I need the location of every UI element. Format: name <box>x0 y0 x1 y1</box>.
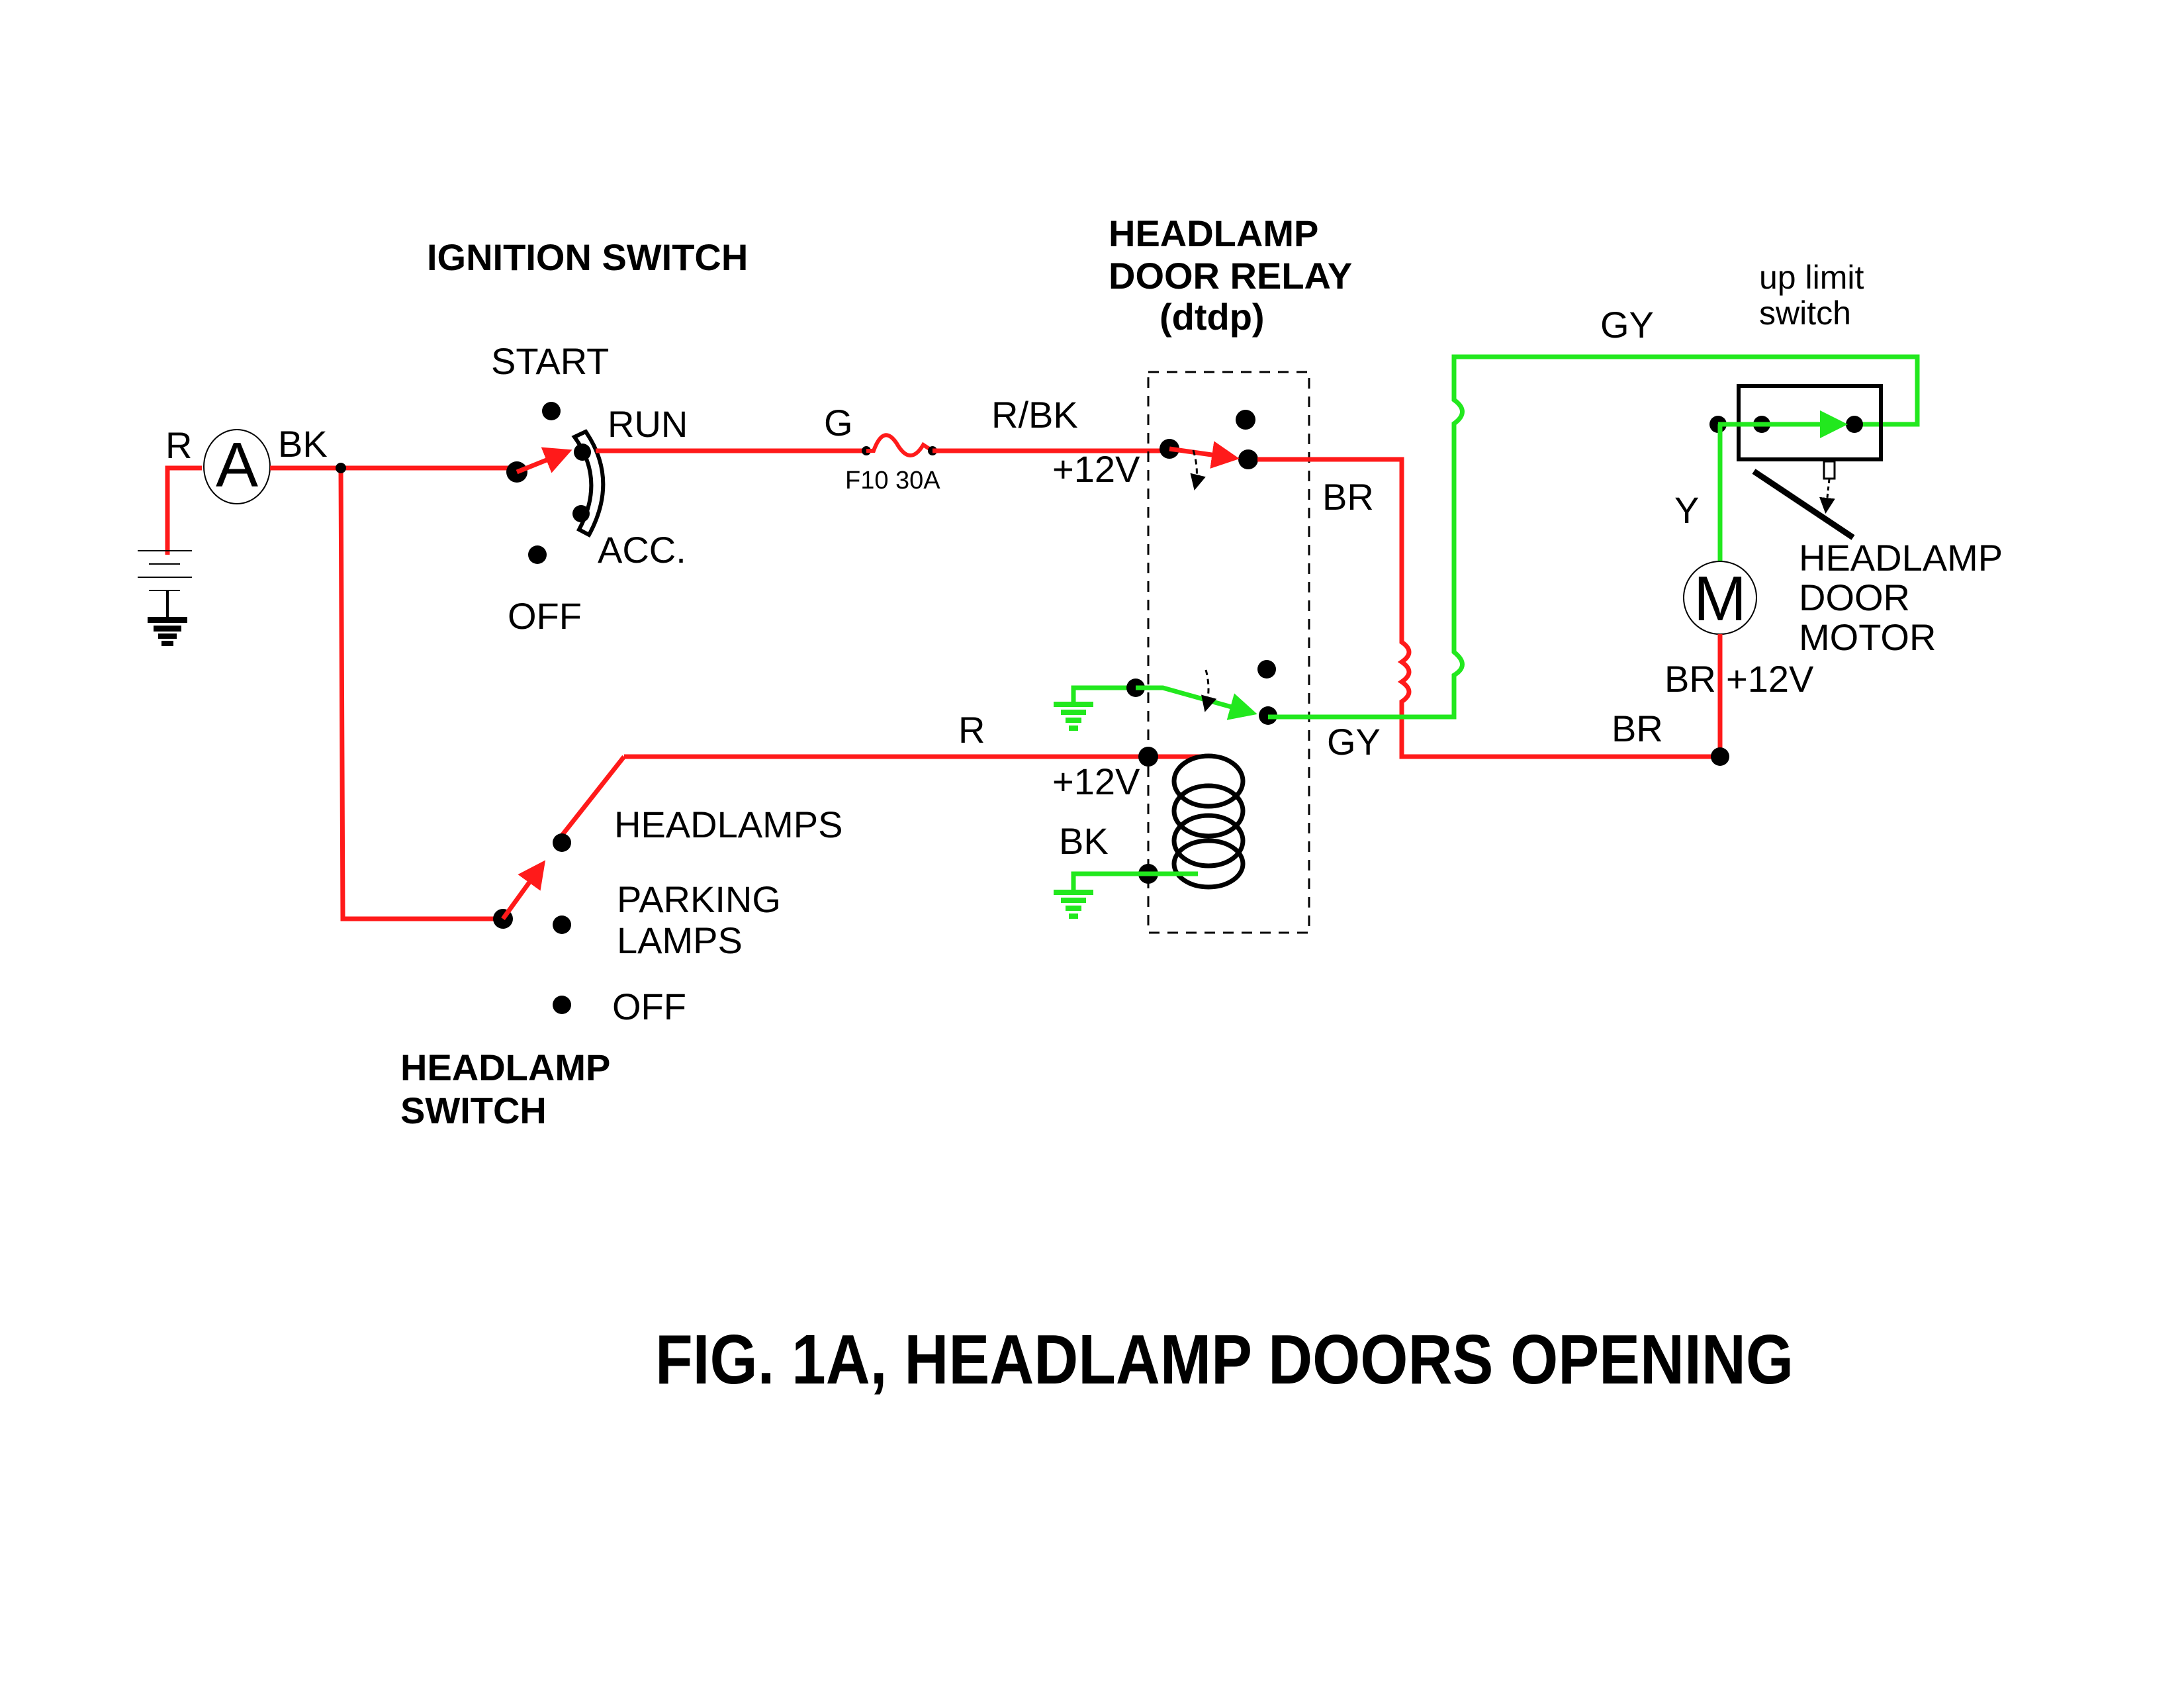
y-wire-label: Y <box>1674 489 1699 531</box>
br-junction-label: BR <box>1612 708 1663 749</box>
headlamp-switch-title-line1: HEADLAMP <box>400 1047 610 1088</box>
battery-wire-red <box>165 465 202 555</box>
relay-title-line3: (dtdp) <box>1160 296 1265 338</box>
relay-housing <box>1147 371 1310 934</box>
relay-actuation-arrow <box>1190 449 1206 491</box>
relay-coil-voltage: +12V <box>1052 761 1140 802</box>
relay-upper-input-voltage: +12V <box>1052 448 1140 490</box>
ignition-arc-contact <box>571 429 606 538</box>
ammeter-out-label: BK <box>278 423 328 465</box>
motor-icon: M <box>1683 561 1757 635</box>
relay-coil-icon <box>1171 753 1246 890</box>
limit-switch-contact-b <box>1846 416 1863 433</box>
relay-lower-nc-contact <box>1257 660 1276 679</box>
relay-lower-output-label: GY <box>1327 721 1381 763</box>
battery-wire-label: R <box>165 424 192 466</box>
gy-top-wire-label: GY <box>1600 304 1654 346</box>
contact-parking <box>553 915 571 934</box>
headlamp-switch-title-line2: SWITCH <box>400 1090 547 1131</box>
headlamp-position-off: OFF <box>612 986 686 1027</box>
limit-switch-label-line1: up limit <box>1759 259 1864 296</box>
ignition-position-acc: ACC. <box>598 529 686 571</box>
contact-off <box>528 545 547 564</box>
ground-icon <box>1054 871 1198 919</box>
coil-input-junction <box>1138 747 1158 767</box>
ground-icon <box>148 617 187 646</box>
ammeter-symbol: A <box>216 430 258 500</box>
contact-off <box>553 996 571 1014</box>
relay-title-line2: DOOR RELAY <box>1109 255 1352 297</box>
motor-label-line2: DOOR <box>1799 577 1910 618</box>
gy-wire <box>1268 354 1920 720</box>
fuse-icon <box>862 433 937 457</box>
junction-dot <box>336 463 346 473</box>
relay-upper-output-label: BR <box>1322 476 1374 518</box>
motor-bottom-voltage: +12V <box>1726 658 1814 700</box>
plunger-arrow <box>1819 479 1835 514</box>
fuse-label: F10 30A <box>845 467 940 494</box>
relay-title-line1: HEADLAMP <box>1109 212 1318 254</box>
ammeter-icon: A <box>203 429 271 504</box>
motor-bottom-wire-label: BR <box>1664 658 1716 700</box>
relay-upper-arm <box>1169 441 1240 469</box>
motor-label-line1: HEADLAMP <box>1799 537 2003 579</box>
contact-start <box>542 402 561 420</box>
ignition-position-off: OFF <box>508 595 582 637</box>
headlamp-switch-feed-wire <box>338 467 503 921</box>
motor-symbol: M <box>1694 563 1747 634</box>
ground-icon <box>1054 685 1136 731</box>
ignition-wiper-arrow <box>516 447 572 475</box>
ignition-position-run: RUN <box>608 403 688 445</box>
relay-upper-no-contact <box>1238 449 1258 469</box>
headlamp-position-lamps: LAMPS <box>617 919 743 961</box>
ignition-switch-title: IGNITION SWITCH <box>427 236 748 278</box>
g-wire-label: G <box>824 402 853 444</box>
headlamp-position-headlamps: HEADLAMPS <box>614 804 842 845</box>
br-junction-dot <box>1711 747 1729 766</box>
limit-switch-label-line2: switch <box>1759 295 1851 332</box>
battery-symbol <box>138 465 202 619</box>
relay-actuation-arrow <box>1201 669 1217 712</box>
motor-label-line3: MOTOR <box>1799 616 1936 658</box>
br-wire <box>1257 457 1720 759</box>
headlamp-position-parking: PARKING <box>617 878 781 920</box>
relay-upper-nc-contact <box>1236 410 1255 430</box>
relay-coil-ground-label: BK <box>1059 820 1109 862</box>
headlamp-out-wire <box>560 755 626 837</box>
headlamp-switch-arrow <box>501 860 546 921</box>
limit-switch-plunger <box>1823 460 1836 480</box>
contact-headlamps <box>553 833 571 852</box>
figure-title: FIG. 1A, HEADLAMP DOORS OPENING <box>655 1321 1794 1399</box>
relay-lower-arm <box>1136 685 1257 720</box>
ignition-position-start: START <box>491 340 609 382</box>
r-bk-wire-label: R/BK <box>991 394 1078 436</box>
limit-switch-lever <box>1752 469 1855 540</box>
r-wire-label: R <box>958 709 985 751</box>
